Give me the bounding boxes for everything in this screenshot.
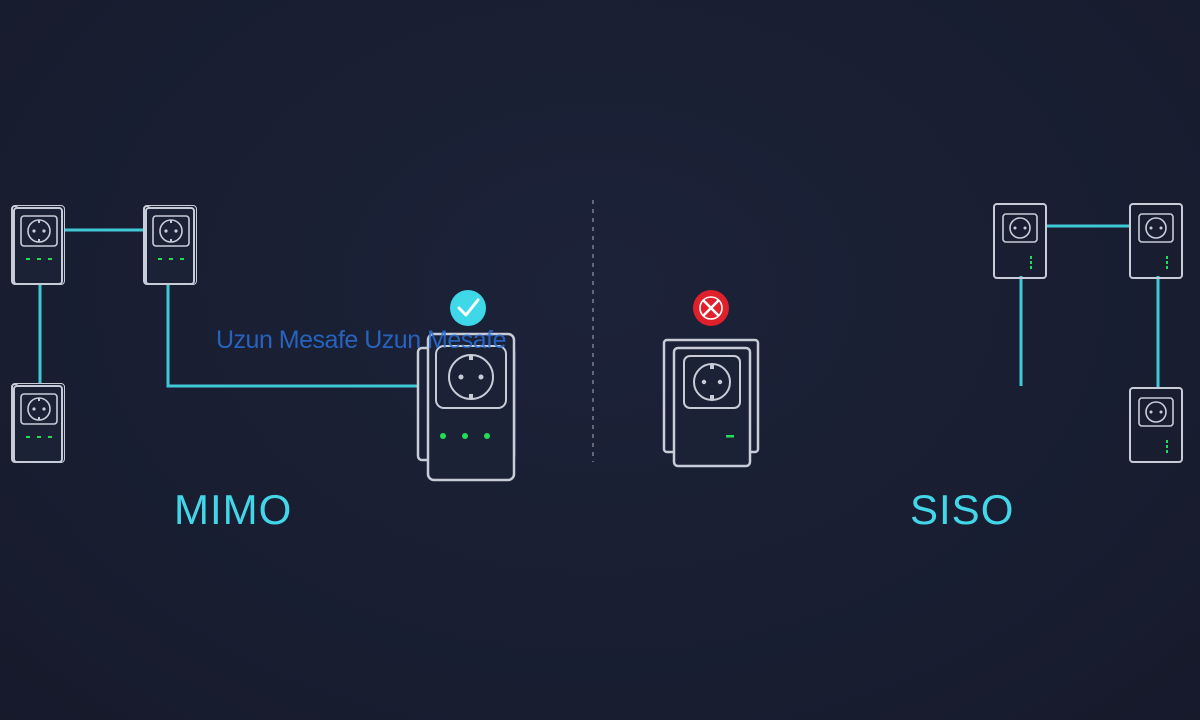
mimo-adapter-large [416, 332, 516, 482]
mimo-label: MIMO [174, 486, 293, 533]
mimo-adapter-top-middle [143, 205, 197, 285]
siso-label: SISO [910, 486, 1015, 533]
mimo-adapter-top-left [11, 205, 65, 285]
overlay-caption: Uzun Mesafe Uzun Mesafe [216, 326, 507, 354]
mimo-connections [38, 228, 418, 388]
mimo-adapter-bottom-left [11, 383, 65, 463]
siso-adapter-top-right [1129, 203, 1183, 279]
x-circle-icon [693, 290, 729, 326]
siso-adapter-bottom-right [1129, 387, 1183, 463]
check-circle-icon [450, 290, 486, 326]
siso-adapter-large [662, 338, 760, 468]
siso-adapter-top-left [993, 203, 1047, 279]
siso-connections [758, 224, 1160, 388]
